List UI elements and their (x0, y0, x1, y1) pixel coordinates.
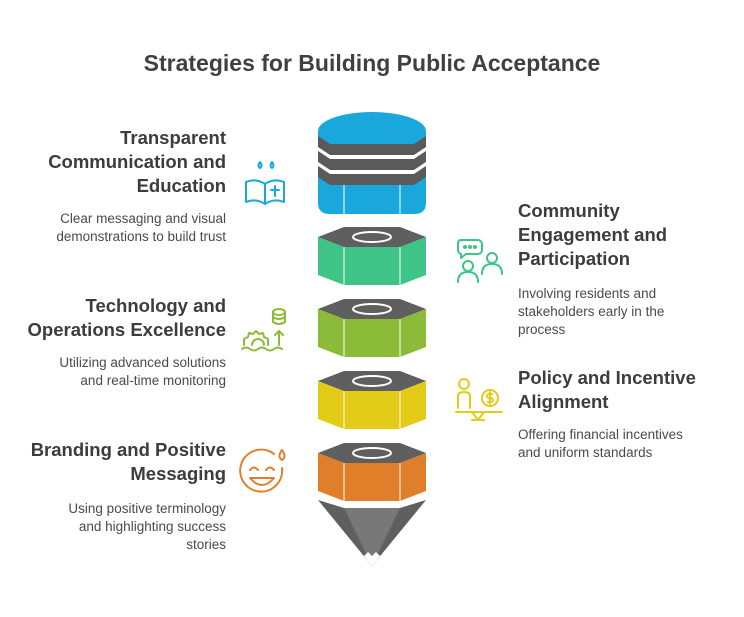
segment-4-hex (318, 371, 426, 429)
desc-community-engagement: Involving residents and stakeholders ear… (518, 286, 665, 337)
segment-1-cylinder (318, 112, 426, 214)
segment-3-hex (318, 299, 426, 357)
heading-transparent-communication: Transparent Communication and Education (48, 127, 226, 196)
open-book-icon (245, 161, 285, 205)
desc-branding-messaging: Using positive terminology and highlight… (68, 501, 226, 552)
heading-branding-messaging: Branding and Positive Messaging (30, 439, 226, 484)
heading-policy-incentive: Policy and Incentive Alignment (518, 367, 696, 412)
heading-technology-operations: Technology and Operations Excellence (27, 295, 226, 340)
gear-database-icon (241, 308, 286, 352)
desc-technology-operations: Utilizing advanced solutions and real-ti… (59, 355, 226, 388)
heading-community-engagement: Community Engagement and Participation (518, 200, 668, 269)
smiley-face-icon (239, 448, 286, 493)
people-chat-icon (456, 239, 503, 283)
desc-transparent-communication: Clear messaging and visual demonstration… (56, 211, 226, 244)
desc-policy-incentive: Offering financial incentives and unifor… (518, 427, 683, 460)
segment-5-hex (318, 443, 426, 501)
diagram-title: Strategies for Building Public Acceptanc… (143, 50, 601, 76)
pencil-tip (318, 500, 426, 566)
segment-2-hex (318, 227, 426, 285)
person-balance-coin-icon (455, 378, 503, 421)
